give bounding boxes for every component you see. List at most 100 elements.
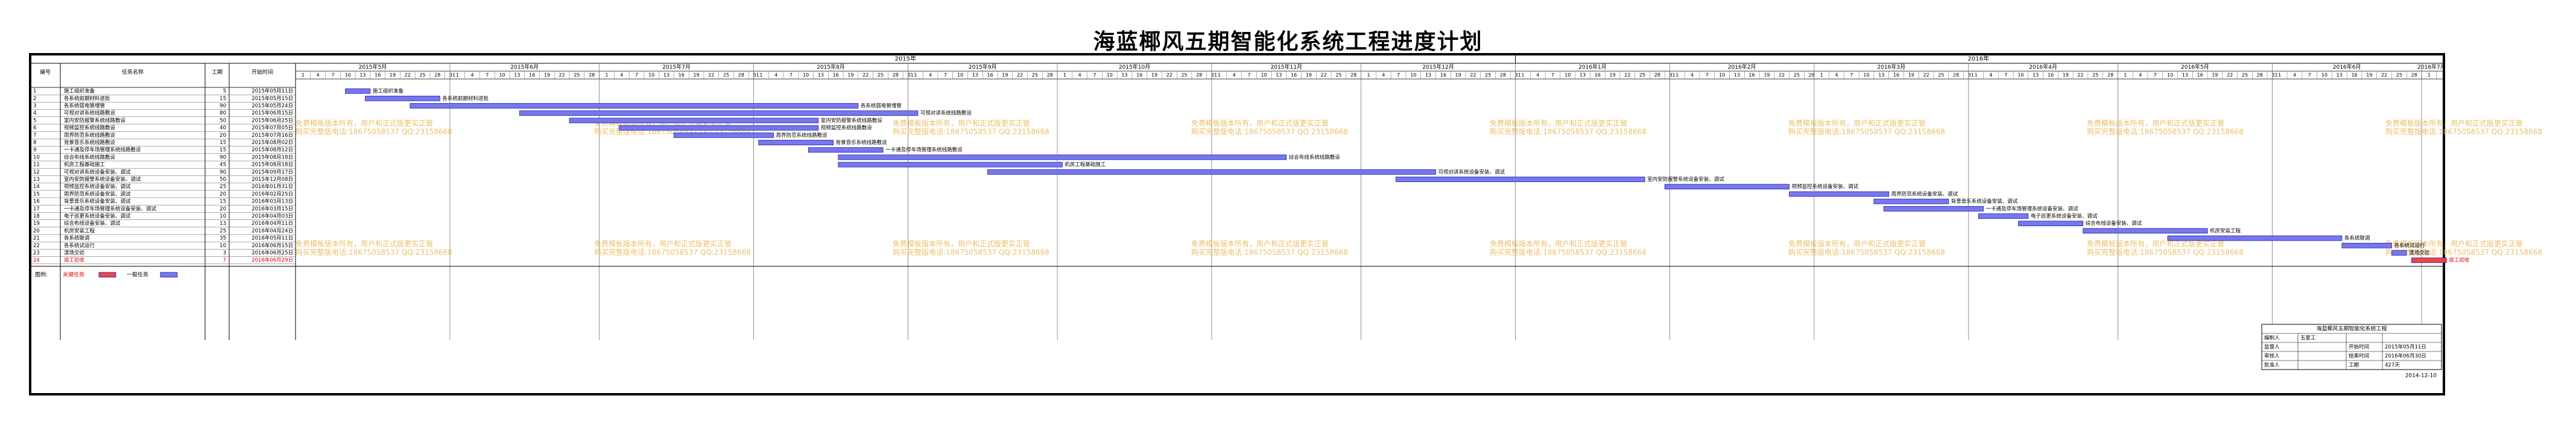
day-label: 4: [1382, 72, 1385, 78]
day-label: 19: [1609, 72, 1615, 78]
day-label: 22: [708, 72, 714, 78]
day-label: 7: [1397, 72, 1400, 78]
task-index: 23: [33, 250, 40, 256]
month-label: 2015年9月: [969, 63, 997, 71]
task-bar: [519, 110, 919, 116]
day-label: 25: [1181, 72, 1187, 78]
task-bar: [838, 154, 1287, 160]
info-project-name: 海蓝椰风五期智能化系统工程: [2316, 325, 2387, 332]
day-label: 22: [2077, 72, 2083, 78]
day-label: 16: [2197, 72, 2203, 78]
task-name: 背景音乐系统线路敷设: [64, 139, 116, 146]
task-bar: [1873, 198, 1949, 204]
day-label: 16: [1136, 72, 1142, 78]
month-label: 2016年4月: [2029, 63, 2057, 71]
task-name: 各系统试运行: [64, 242, 95, 249]
task-index: 24: [33, 257, 40, 263]
day-label: 31: [1211, 72, 1217, 78]
day-label: 31: [907, 72, 913, 78]
day-label: 22: [2227, 72, 2233, 78]
day-label: 19: [1002, 72, 1008, 78]
day-label: 22: [2381, 72, 2387, 78]
day-label: 19: [1455, 72, 1461, 78]
task-bar: [619, 125, 819, 131]
task-duration: 90: [220, 169, 226, 175]
day-label: 22: [1017, 72, 1023, 78]
outer-frame: [29, 53, 2445, 395]
watermark-text: 免费模板版本所有，用户和正式版更实正管: [2385, 239, 2523, 248]
task-name: 可视对讲系统设备安装、调试: [64, 169, 131, 175]
task-bar: [345, 88, 371, 94]
watermark-text: 免费模板版本所有，用户和正式版更实正管: [2385, 119, 2523, 128]
task-index: 14: [33, 184, 40, 190]
day-label: 22: [1779, 72, 1785, 78]
task-start: 2016年01月31日: [252, 183, 293, 190]
task-bar: [410, 103, 859, 109]
task-start: 2015年05月24日: [252, 102, 293, 109]
day-label: 10: [1863, 72, 1869, 78]
day-label: 4: [1078, 72, 1081, 78]
task-index: 18: [33, 213, 40, 219]
task-bar: [2083, 228, 2208, 234]
day-label: 22: [1923, 72, 1929, 78]
day-label: 1: [605, 72, 608, 78]
day-label: 1: [2278, 72, 2281, 78]
day-label: 13: [2182, 72, 2188, 78]
day-label: 7: [1850, 72, 1853, 78]
watermark-text: 免费模板版本所有，用户和正式版更实正管: [1191, 239, 1329, 248]
task-bar-label: 视频监控系统设备安装、调试: [1792, 183, 1859, 190]
watermark-text: 免费模板版本所有，用户和正式版更实正管: [594, 239, 732, 248]
day-label: 19: [1764, 72, 1770, 78]
watermark-text: 购买完整版电话:18675058537 QQ:23158668: [296, 127, 452, 136]
task-name: 一卡通及停车场管理系统线路敷设: [64, 146, 141, 153]
task-bar-label: 竣工验收: [2449, 257, 2470, 263]
task-bar-label: 视频监控系统线路敷设: [821, 125, 873, 131]
task-duration: 80: [220, 110, 226, 116]
task-index: 13: [33, 177, 40, 183]
day-label: 10: [1565, 72, 1571, 78]
task-duration: 10: [220, 213, 226, 219]
day-label: 19: [2212, 72, 2218, 78]
task-index: 2: [33, 96, 36, 102]
task-name: 室内安防报警系统线路敷设: [64, 117, 126, 124]
day-label: 10: [803, 72, 809, 78]
day-label: 13: [818, 72, 824, 78]
day-label: 7: [331, 72, 334, 78]
month-label: 2015年7月: [662, 63, 691, 71]
day-label: 19: [544, 72, 550, 78]
day-label: 7: [2004, 72, 2007, 78]
task-duration: 40: [220, 125, 226, 131]
task-start: 2015年06月15日: [252, 110, 293, 116]
watermark-text: 免费模板版本所有，用户和正式版更实正管: [1191, 119, 1329, 128]
day-label: 10: [499, 72, 505, 78]
day-label: 1: [1975, 72, 1978, 78]
task-index: 7: [33, 133, 36, 139]
day-label: 16: [529, 72, 535, 78]
day-label: 25: [1032, 72, 1038, 78]
day-label: 19: [1306, 72, 1312, 78]
watermark-text: 购买完整版电话:18675058537 QQ:23158668: [2087, 127, 2244, 136]
info-cell: 审核人: [2264, 353, 2280, 359]
task-index: 5: [33, 118, 36, 124]
task-index: 9: [33, 147, 36, 153]
task-name: 施工组织准备: [64, 88, 95, 95]
day-label: 25: [878, 72, 884, 78]
day-label: 4: [2139, 72, 2142, 78]
month-label: 2015年11月: [1271, 63, 1302, 71]
day-label: 31: [2271, 72, 2277, 78]
task-bar-label: 可视对讲系统设备安装、调试: [1438, 169, 1505, 175]
day-label: 25: [2092, 72, 2098, 78]
month-label: 2016年1月: [1578, 63, 1607, 71]
day-label: 13: [1580, 72, 1586, 78]
task-bar-label: 可视对讲系统线路敷设: [920, 110, 972, 116]
task-duration: 25: [220, 228, 226, 234]
task-duration: 50: [220, 118, 226, 124]
day-label: 16: [2351, 72, 2357, 78]
task-bar: [2017, 221, 2084, 227]
task-index: 1: [33, 89, 36, 95]
info-date: 2014-12-10: [2405, 373, 2437, 379]
task-name: 可视对讲系统线路敷设: [64, 110, 116, 116]
page-title: 海蓝椰风五期智能化系统工程进度计划: [1093, 29, 1483, 54]
column-header-start: 开始时间: [252, 69, 273, 76]
task-name: 视频监控系统线路敷设: [64, 125, 116, 131]
